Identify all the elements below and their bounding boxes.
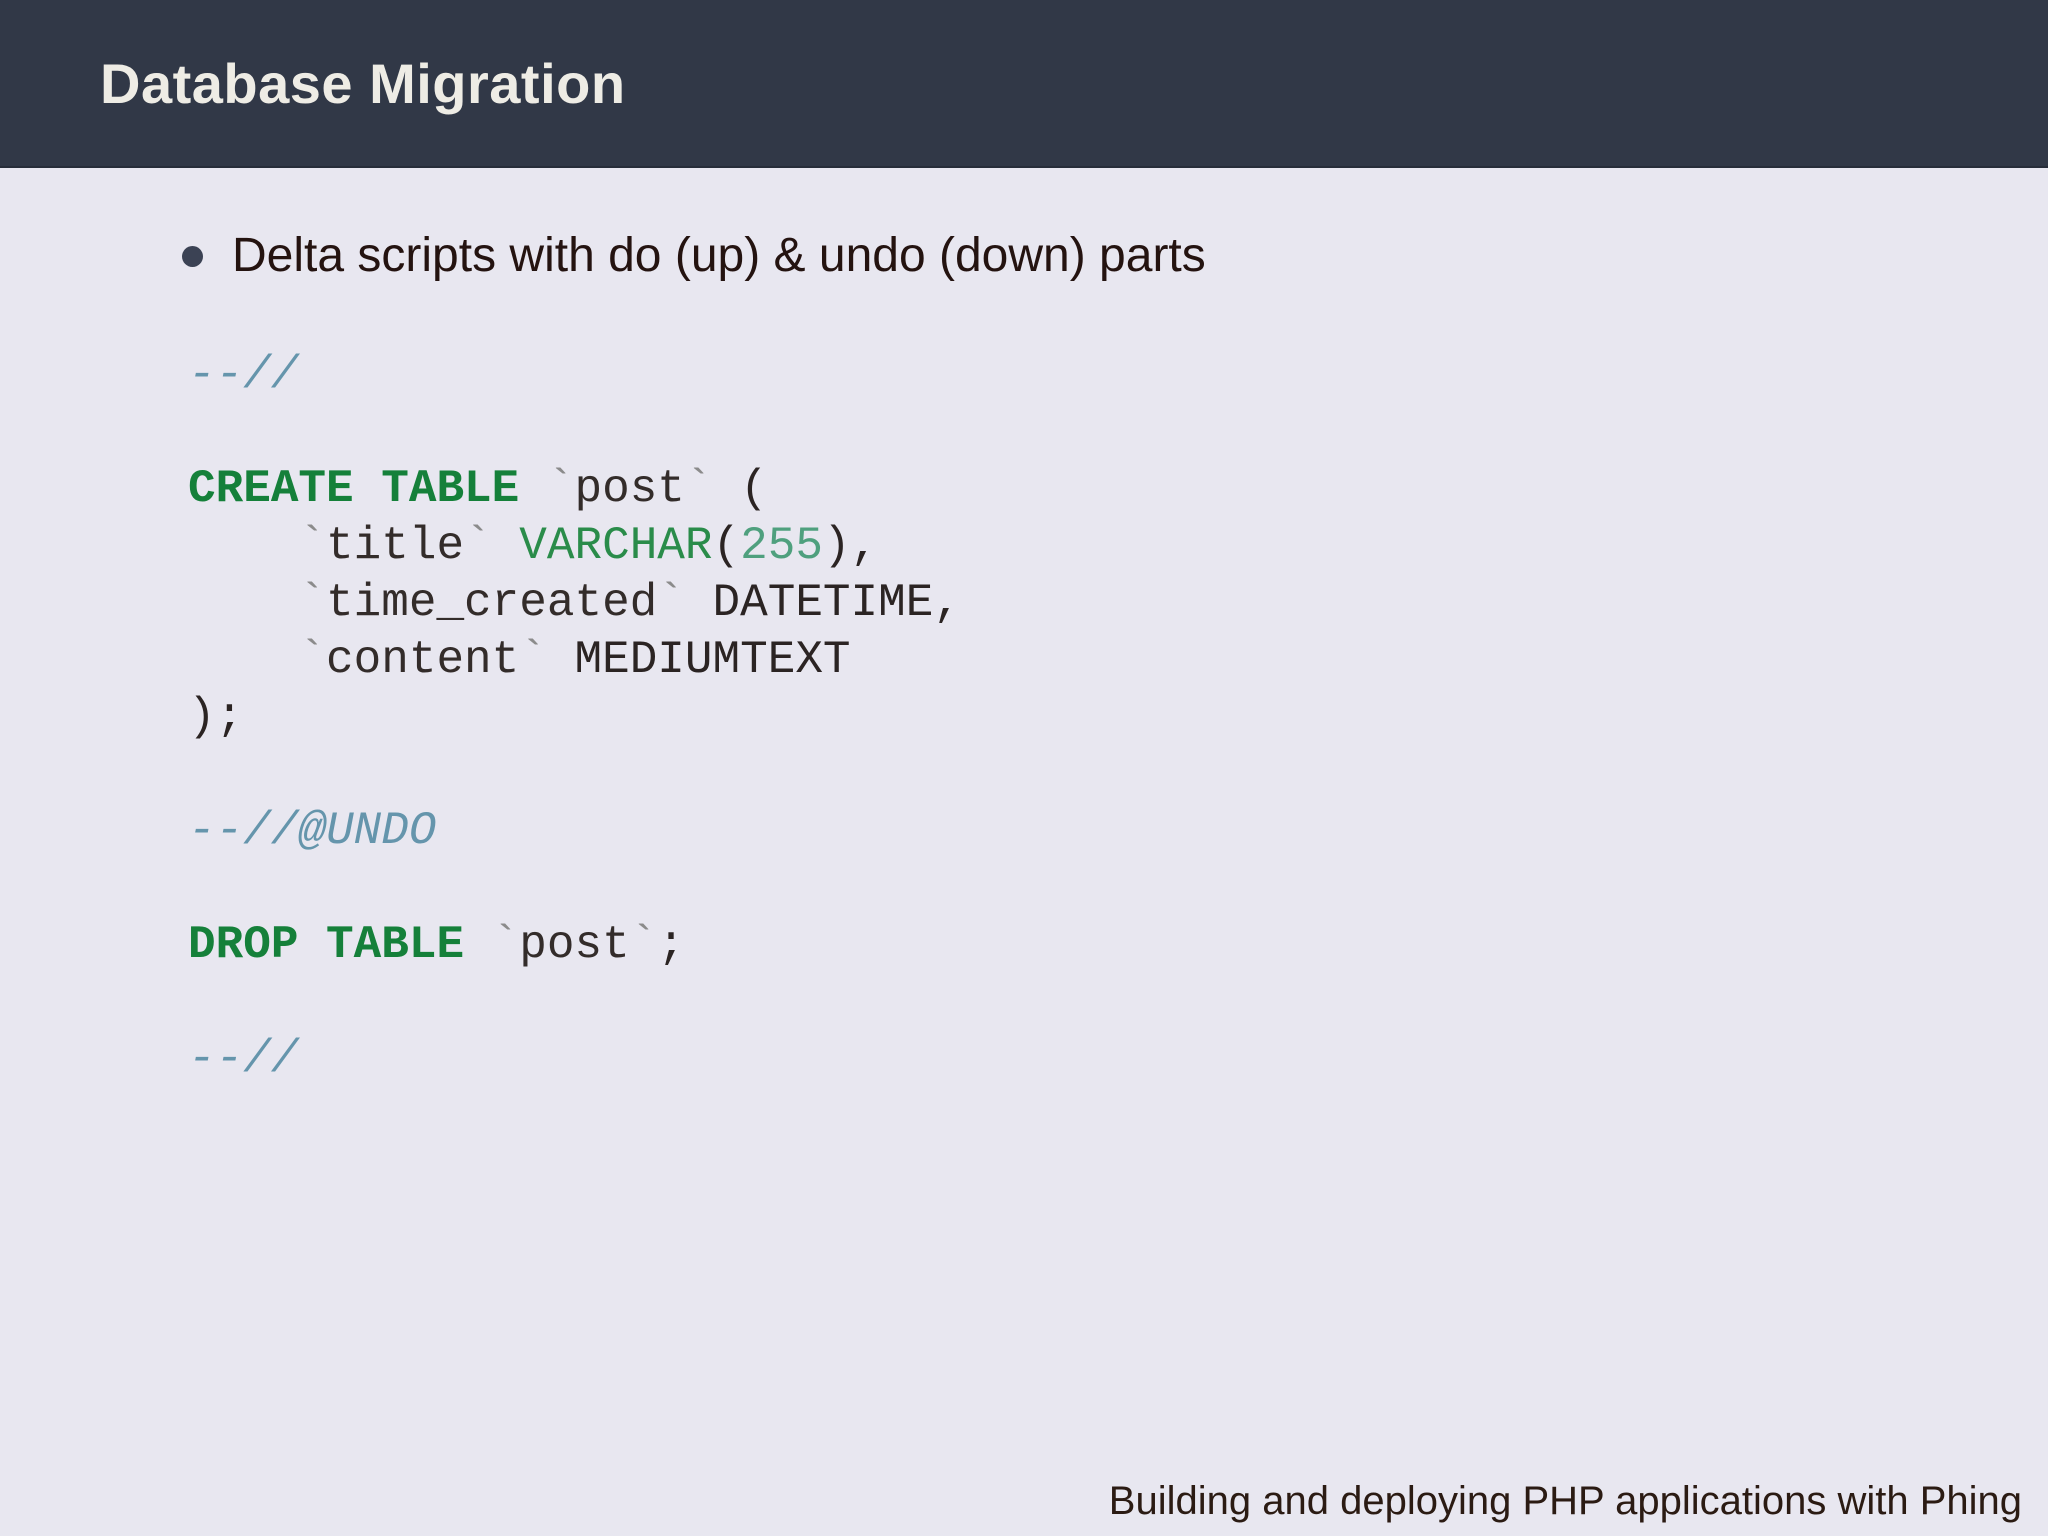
code-token-plain: ( (712, 520, 741, 572)
code-token-identifier: post (574, 463, 685, 515)
code-token-indent (188, 634, 298, 686)
code-token-plain (492, 520, 520, 572)
code-token-identifier: content (326, 634, 520, 686)
page-title: Database Migration (100, 51, 626, 115)
code-token-identifier: title (326, 520, 465, 572)
code-token-keyword: CREATE TABLE (188, 463, 520, 515)
bullet-text: Delta scripts with do (up) & undo (down)… (232, 229, 1206, 282)
code-line: --//@UNDO (188, 803, 961, 860)
code-token-comment: --// (188, 1033, 299, 1085)
code-token-number: 255 (740, 520, 823, 572)
footer-text: Building and deploying PHP applications … (1108, 1479, 2022, 1523)
code-line: `content` MEDIUMTEXT (188, 632, 961, 689)
code-line: CREATE TABLE `post` ( (188, 461, 961, 518)
code-line-blank (188, 746, 961, 803)
code-line-blank (188, 974, 961, 1031)
code-token-indent (188, 577, 298, 629)
slide-header: Database Migration (0, 0, 2048, 168)
code-line-blank (188, 860, 961, 917)
code-token-backtick: ` (546, 463, 575, 515)
code-token-backtick: ` (684, 463, 713, 515)
code-line: `title` VARCHAR(255), (188, 518, 961, 575)
code-line-blank (188, 404, 961, 461)
code-token-plain: ; (657, 919, 685, 971)
code-token-plain: MEDIUMTEXT (546, 634, 851, 686)
code-token-backtick: ` (298, 520, 327, 572)
bullet-icon (182, 245, 203, 267)
code-token-identifier: time_created (326, 577, 658, 629)
code-token-backtick: ` (629, 919, 658, 971)
code-token-comment: --//@UNDO (188, 805, 437, 857)
code-token-backtick: ` (657, 577, 685, 629)
code-token-plain: ( (712, 463, 768, 515)
code-token-plain (519, 463, 547, 515)
code-token-plain (464, 919, 492, 971)
code-token-comment: --// (188, 349, 299, 401)
code-token-plain: ); (188, 691, 244, 743)
code-token-indent (188, 520, 298, 572)
code-token-backtick: ` (298, 577, 327, 629)
code-line: --// (188, 347, 961, 404)
code-token-plain: DATETIME, (684, 577, 961, 629)
code-block: --// CREATE TABLE `post` ( `title` VARCH… (188, 347, 961, 1088)
code-line: `time_created` DATETIME, (188, 575, 961, 632)
code-line: ); (188, 689, 961, 746)
code-line: --// (188, 1031, 961, 1088)
code-token-identifier: post (519, 919, 630, 971)
code-token-keyword: DROP TABLE (188, 919, 465, 971)
code-token-backtick: ` (298, 634, 327, 686)
bullet-item: Delta scripts with do (up) & undo (down)… (182, 229, 1206, 282)
code-token-backtick: ` (519, 634, 547, 686)
code-token-backtick: ` (464, 520, 492, 572)
code-line: DROP TABLE `post`; (188, 917, 961, 974)
code-token-backtick: ` (491, 919, 520, 971)
code-token-type: VARCHAR (519, 520, 713, 572)
code-token-plain: ), (822, 520, 879, 572)
